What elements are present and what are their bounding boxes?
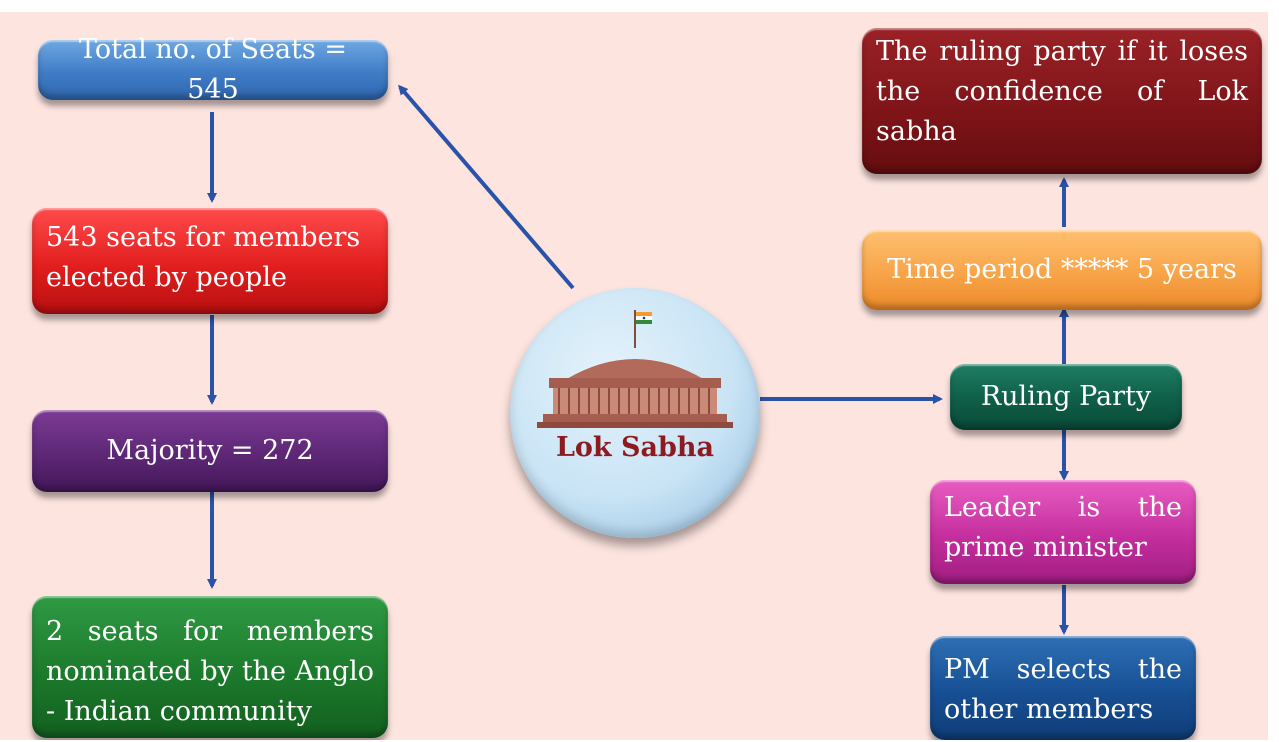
total-seats-label: Total no. of Seats = 545 [79,34,347,105]
majority-box: Majority = 272 [32,410,388,492]
loses-confidence-box: The ruling party if it loses the confide… [862,28,1262,174]
loses-confidence-label: The ruling party if it loses the confide… [876,36,1248,147]
lok-sabha-diagram: Total no. of Seats = 545 543 seats for m… [0,12,1268,740]
nominated-seats-box: 2 seats for members nominated by the Ang… [32,596,388,738]
connector-arrows [207,84,1069,635]
ruling-party-label: Ruling Party [980,381,1152,412]
lok-sabha-circle: Lok Sabha [510,288,760,538]
parliament-house-icon [537,310,733,428]
elected-seats-box: 543 seats for members elected by people [32,208,388,314]
elected-seats-label: 543 seats for members elected by people [46,222,361,293]
lok-sabha-label: Lok Sabha [555,432,715,463]
time-period-label: Time period ***** 5 years [887,254,1237,285]
leader-box: Leader is the prime minister [930,480,1196,584]
total-seats-box: Total no. of Seats = 545 [38,34,388,105]
time-period-box: Time period ***** 5 years [862,230,1262,310]
pm-selects-box: PM selects the other members [930,636,1196,740]
pm-selects-label: PM selects the other members [944,654,1182,725]
majority-label: Majority = 272 [106,435,314,466]
leader-label: Leader is the prime minister [944,492,1182,563]
arrow-center-to-seats [398,84,575,290]
page-header-caption [0,0,1279,12]
nominated-seats-label: 2 seats for members nominated by the Ang… [46,616,374,727]
ruling-party-box: Ruling Party [950,364,1182,430]
indian-flag-icon [636,312,652,324]
